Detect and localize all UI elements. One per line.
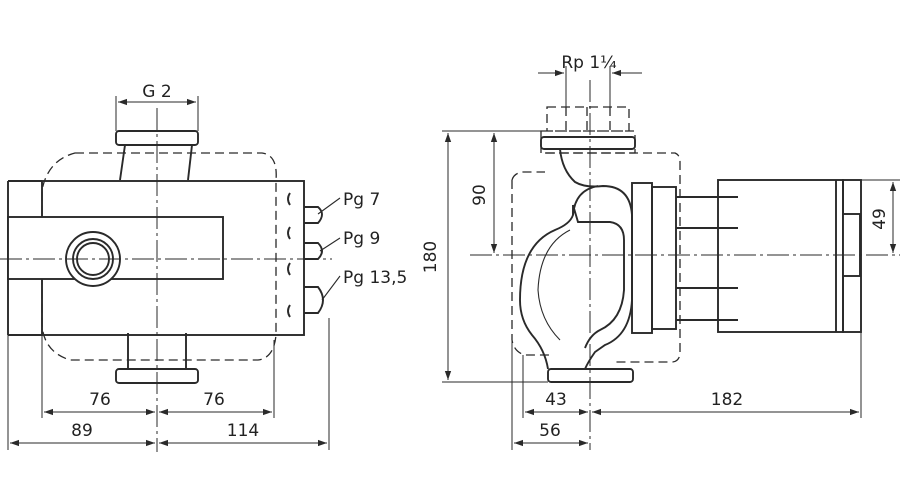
motor-body xyxy=(717,179,844,333)
motor-flange xyxy=(631,182,653,334)
label-cable-top: Pg 7 xyxy=(343,190,380,210)
value-left-inner: 76 xyxy=(89,390,111,410)
volute-inner xyxy=(572,185,625,349)
side-top-flange xyxy=(540,136,636,150)
value-motor-length: 182 xyxy=(711,390,743,410)
motor-neck xyxy=(676,196,738,321)
lower-neck xyxy=(127,333,187,369)
motor-shaft-end xyxy=(842,213,861,277)
cable-gland-top xyxy=(304,206,323,224)
volute-arc xyxy=(537,229,571,341)
front-view: G 2 Pg 7 Pg 9 Pg 13,5 76 76 89 114 xyxy=(0,82,407,452)
value-left-outer: 89 xyxy=(71,421,93,441)
label-cable-bottom: Pg 13,5 xyxy=(343,268,407,288)
threaded-fitting xyxy=(540,106,636,154)
value-motor-height: 49 xyxy=(870,208,890,230)
label-flange: G 2 xyxy=(142,82,171,102)
cable-gland-mid xyxy=(304,242,323,260)
side-view: Rp 1¼ 180 90 49 43 182 56 xyxy=(421,53,900,450)
housing-outline xyxy=(41,152,277,361)
value-flange-height: 90 xyxy=(470,184,490,206)
value-body-depth: 56 xyxy=(539,421,561,441)
cable-gland-bottom xyxy=(304,286,324,314)
label-thread: Rp 1¼ xyxy=(561,53,616,73)
value-right-inner: 76 xyxy=(203,390,225,410)
side-housing xyxy=(511,152,681,363)
motor-flange-inner xyxy=(651,186,677,330)
gland-holes xyxy=(287,192,291,318)
value-right-outer: 114 xyxy=(227,421,259,441)
volute-outline xyxy=(519,148,633,370)
upper-neck xyxy=(119,144,193,181)
value-total-height: 180 xyxy=(421,241,441,273)
label-cable-mid: Pg 9 xyxy=(343,229,380,249)
value-inlet: 43 xyxy=(545,390,567,410)
